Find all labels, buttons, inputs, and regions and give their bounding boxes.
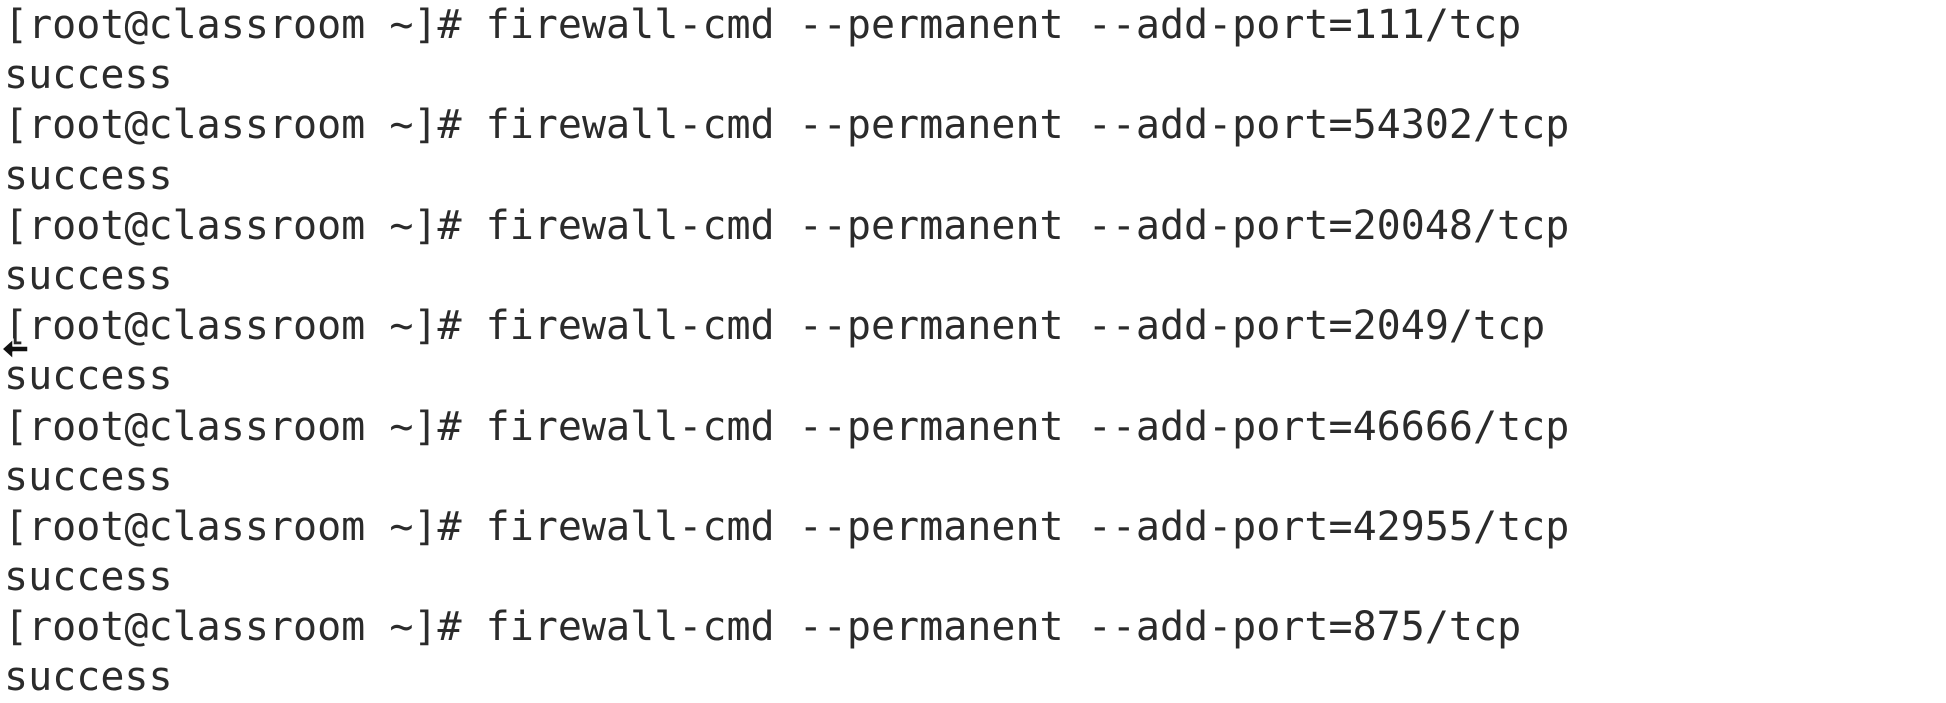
command-text: firewall-cmd --permanent --add-port=2049… (485, 303, 1546, 350)
command-text: firewall-cmd --permanent --add-port=4666… (485, 403, 1570, 450)
output-line-1: success (4, 52, 173, 99)
prompt: [root@classroom ~]# (4, 403, 486, 450)
prompt: [root@classroom ~]# (4, 303, 486, 350)
output-line-3: success (4, 252, 173, 299)
left-arrow-cursor-icon (1, 338, 29, 360)
command-line-2: [root@classroom ~]# firewall-cmd --perma… (4, 100, 1946, 150)
command-text: firewall-cmd --permanent --add-port=4295… (485, 503, 1570, 550)
prompt: [root@classroom ~]# (4, 102, 486, 149)
prompt: [root@classroom ~]# (4, 202, 486, 249)
command-text: firewall-cmd --permanent --add-port=111/… (485, 2, 1522, 48)
command-text: firewall-cmd --permanent --add-port=2004… (485, 202, 1570, 249)
prompt: [root@classroom ~]# (4, 604, 486, 651)
prompt: [root@classroom ~]# (4, 2, 486, 48)
command-line-5: [root@classroom ~]# firewall-cmd --perma… (4, 402, 1946, 452)
command-line-7: [root@classroom ~]# firewall-cmd --perma… (4, 602, 1946, 652)
command-line-4: [root@classroom ~]# firewall-cmd --perma… (4, 301, 1946, 351)
output-line-4: success (4, 353, 173, 400)
command-line-6: [root@classroom ~]# firewall-cmd --perma… (4, 502, 1946, 552)
command-text: firewall-cmd --permanent --add-port=875/… (485, 604, 1522, 651)
command-line-1: [root@classroom ~]# firewall-cmd --perma… (4, 0, 1946, 50)
output-line-2: success (4, 152, 173, 199)
command-text: firewall-cmd --permanent --add-port=5430… (485, 102, 1570, 149)
command-line-3: [root@classroom ~]# firewall-cmd --perma… (4, 201, 1946, 251)
output-line-6: success (4, 554, 173, 601)
prompt: [root@classroom ~]# (4, 503, 486, 550)
output-line-5: success (4, 453, 173, 500)
output-line-7: success (4, 654, 173, 701)
